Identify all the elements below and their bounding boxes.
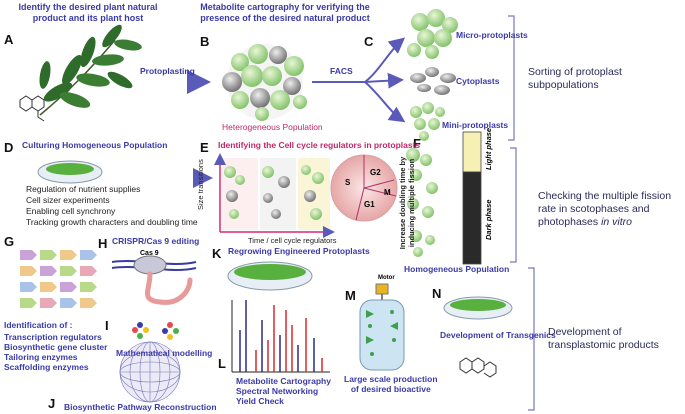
panel-label-a: A xyxy=(4,32,14,47)
checking-description: Checking the multiple fission rate in sc… xyxy=(538,190,683,229)
micro-protoplasts-label: Micro-protoplasts xyxy=(456,30,528,40)
bioreactor-icon xyxy=(359,283,405,371)
bracket-sorting xyxy=(508,15,515,141)
facs-label: FACS xyxy=(330,66,353,76)
petri-dish-n xyxy=(443,296,513,320)
phase-m: M xyxy=(384,188,391,197)
petri-dish-k xyxy=(227,261,313,291)
identification-title: Identification of : xyxy=(4,320,73,330)
phase-g2: G2 xyxy=(370,168,381,177)
development-description: Development of transplastomic products xyxy=(548,326,659,351)
culturing-title: Culturing Homogeneous Population xyxy=(22,140,168,150)
culturing-item: Tracking growth characters and doubling … xyxy=(26,217,198,227)
panel-label-c: C xyxy=(364,34,374,49)
culturing-item: Cell sizer experiments xyxy=(26,195,110,205)
time-axis-label: Time / cell cycle regulators xyxy=(248,236,337,245)
protoplasting-label: Protoplasting xyxy=(140,66,195,76)
large-scale-line: of desired bioactive xyxy=(350,384,431,394)
mini-protoplasts-cluster xyxy=(410,102,445,141)
identification-item: Scaffolding enzymes xyxy=(4,362,89,372)
panel-label-e: E xyxy=(200,140,209,155)
panel-label-d: D xyxy=(4,140,14,155)
cartography-item: Metabolite Cartography xyxy=(236,376,331,386)
culturing-item: Regulation of nutrient supplies xyxy=(26,184,141,194)
header-cartography: Metabolite cartography for verifying the… xyxy=(200,2,370,23)
micro-protoplasts-cluster xyxy=(407,9,458,59)
regrowing-label: Regrowing Engineered Protoplasts xyxy=(228,246,370,256)
panel-label-b: B xyxy=(200,34,210,49)
panel-label-k: K xyxy=(212,246,222,261)
dark-phase-bar xyxy=(462,171,482,265)
pathway-recon-label: Biosynthetic Pathway Reconstruction xyxy=(64,402,217,412)
spectrum-chart xyxy=(231,300,330,373)
light-phase-label: Light phase xyxy=(484,127,493,170)
identification-list: Transcription regulators Biosynthetic ge… xyxy=(4,332,107,372)
header-identify: Identify the desired plant natural produ… xyxy=(18,2,158,23)
petri-dish-d xyxy=(37,160,103,184)
facs-arrows xyxy=(312,37,406,123)
identification-item: Tailoring enzymes xyxy=(4,352,78,362)
math-modelling-label: Mathematical modelling xyxy=(116,348,213,358)
increase-doubling-label: Increase doubling time by inducing multi… xyxy=(398,156,416,250)
large-scale-line: Large scale production xyxy=(344,374,438,384)
heterogeneous-cluster xyxy=(222,44,307,121)
cas9-label: Cas 9 xyxy=(140,250,159,257)
bracket-checking xyxy=(510,147,517,263)
panel-label-h: H xyxy=(98,236,108,251)
size-transitions-label: Size transitions xyxy=(196,159,205,210)
in-vitro-text: in vitro xyxy=(601,216,632,228)
molecule-icon xyxy=(19,95,45,122)
panel-label-l: L xyxy=(218,356,226,371)
dark-phase-label: Dark phase xyxy=(484,199,493,240)
cytoplasts-cluster xyxy=(410,67,456,95)
homogeneous-label: Homogeneous Population xyxy=(404,264,510,274)
cartography-item: Spectral Networking xyxy=(236,386,319,396)
panel-label-f: F xyxy=(413,136,421,151)
math-modelling-icon xyxy=(132,322,179,340)
identification-item: Biosynthetic gene cluster xyxy=(4,342,108,352)
cell-cycle-pie xyxy=(330,154,398,222)
culturing-item: Enabling cell synchrony xyxy=(26,206,116,216)
mini-protoplasts-label: Mini-protoplasts xyxy=(442,120,509,130)
crispr-label: CRISPR/Cas 9 editing xyxy=(112,236,200,246)
transgenic-molecule-icon xyxy=(459,357,497,378)
identifying-cc-title: Identifying the Cell cycle regulators in… xyxy=(218,140,421,150)
pathway-network-icon xyxy=(119,341,181,403)
panel-label-j: J xyxy=(48,396,56,411)
cell-cycle-panel xyxy=(214,153,335,238)
panel-label-g: G xyxy=(4,234,15,249)
cytoplasts-label: Cytoplasts xyxy=(456,76,500,86)
panel-f-cells xyxy=(406,148,438,257)
identification-item: Transcription regulators xyxy=(4,332,102,342)
light-phase-bar xyxy=(462,131,482,173)
checking-text: Checking the multiple fission rate in sc… xyxy=(538,190,672,228)
bracket-development xyxy=(528,267,535,411)
sorting-description: Sorting of protoplast subpopulations xyxy=(528,66,622,91)
panel-label-n: N xyxy=(432,286,442,301)
cartography-item: Yield Check xyxy=(236,396,284,406)
large-scale-label: Large scale production of desired bioact… xyxy=(344,374,438,394)
crispr-cas9-icon xyxy=(111,255,197,305)
transgenics-label: Development of Transgenics xyxy=(440,330,556,340)
cartography-list: Metabolite Cartography Spectral Networki… xyxy=(236,376,331,406)
plant-leaves-icon xyxy=(39,24,142,116)
heterogeneous-label: Heterogeneous Population xyxy=(222,122,323,132)
panel-label-i: I xyxy=(105,318,109,333)
phase-g1: G1 xyxy=(364,200,375,209)
phase-s: S xyxy=(345,178,351,187)
motor-label: Motor xyxy=(378,275,395,281)
gene-cluster-arrows xyxy=(20,250,97,308)
culturing-list: Regulation of nutrient supplies Cell siz… xyxy=(26,184,198,228)
panel-label-m: M xyxy=(345,288,356,303)
